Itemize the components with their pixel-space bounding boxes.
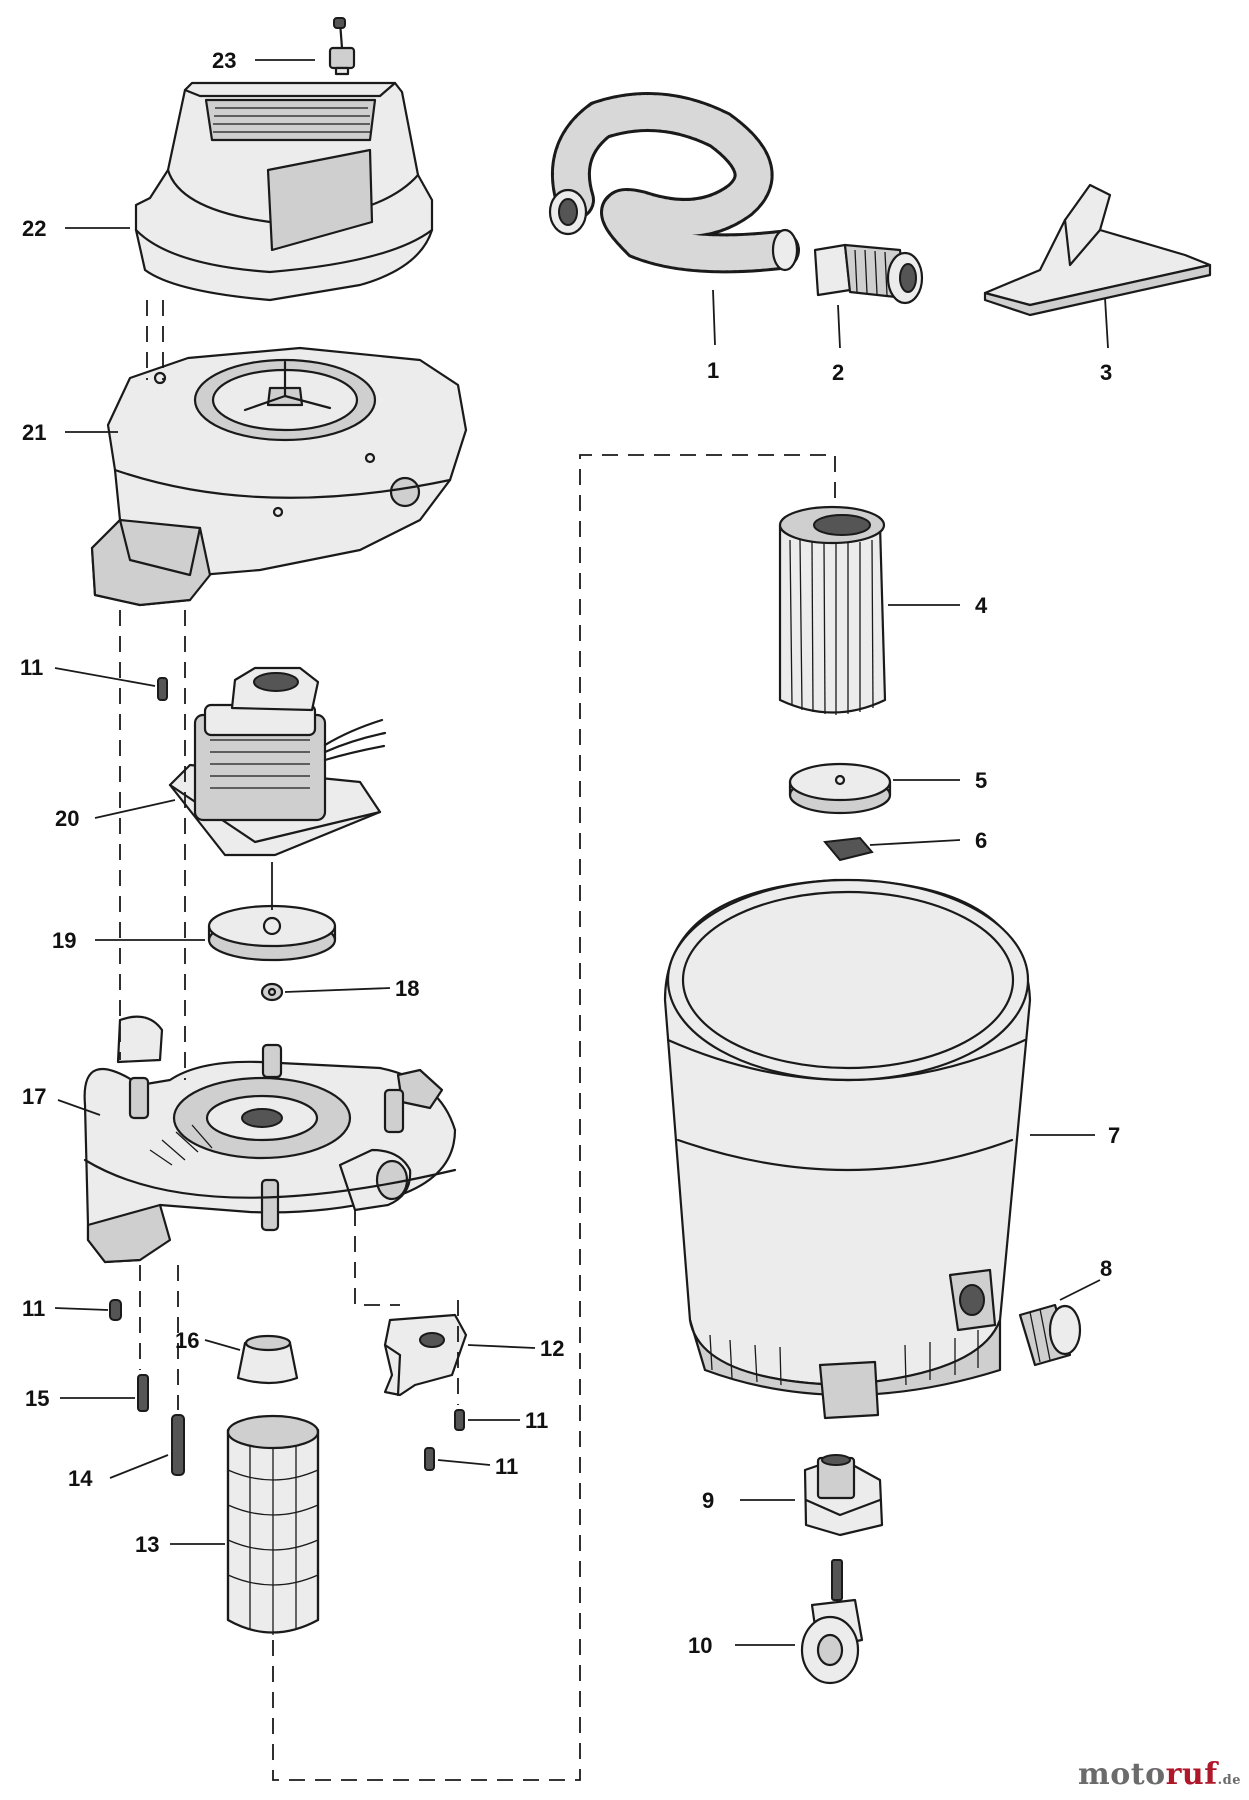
callout-11: 11 <box>20 655 43 680</box>
nut-part <box>260 982 284 1002</box>
callout-20: 20 <box>55 806 79 831</box>
callout-14: 14 <box>68 1466 93 1491</box>
callout-5: 5 <box>975 768 987 793</box>
callout-11: 11 <box>525 1408 548 1433</box>
fan-part <box>207 862 337 962</box>
watermark-logo: motoruf.de <box>1078 1757 1241 1792</box>
callout-18: 18 <box>395 976 419 1001</box>
callout-4: 4 <box>975 593 988 618</box>
floor-nozzle-part <box>983 183 1212 317</box>
caster-mount-part <box>803 1454 884 1537</box>
callout-8: 8 <box>1100 1256 1112 1281</box>
switch-part <box>328 17 356 76</box>
motor-cover-part <box>134 81 434 302</box>
callout-16: 16 <box>175 1328 199 1353</box>
callout-7: 7 <box>1108 1123 1120 1148</box>
callout-17: 17 <box>22 1084 46 1109</box>
watermark-main: moto <box>1077 1757 1166 1792</box>
callout-22: 22 <box>22 216 46 241</box>
retainer-part <box>823 836 874 862</box>
alignment-lines <box>119 300 836 1781</box>
screw-part <box>171 1414 185 1476</box>
leader-lines <box>54 59 1109 1646</box>
float-cap-part <box>236 1334 299 1385</box>
callout-23: 23 <box>212 48 236 73</box>
caster-part <box>800 1559 864 1685</box>
discharge-elbow-part <box>383 1313 468 1397</box>
drain-knob-part <box>1018 1303 1082 1367</box>
callout-19: 19 <box>52 928 76 953</box>
callout-3: 3 <box>1100 360 1112 385</box>
screw-part <box>109 1299 122 1321</box>
motor-base-part <box>83 1015 457 1264</box>
screw-part <box>424 1447 435 1471</box>
watermark-accent: ruf <box>1165 1757 1218 1792</box>
float-cage-part <box>226 1414 320 1635</box>
callout-11: 11 <box>495 1454 518 1479</box>
callout-1: 1 <box>707 358 719 383</box>
callout-labels: 23 22 21 11 20 19 18 17 11 16 12 11 11 1… <box>20 48 1120 1658</box>
callout-9: 9 <box>702 1488 714 1513</box>
tank-part <box>663 878 1032 1420</box>
screw-part <box>137 1374 149 1412</box>
callout-15: 15 <box>25 1386 49 1411</box>
callout-2: 2 <box>832 360 844 385</box>
callout-6: 6 <box>975 828 987 853</box>
screw-part <box>454 1409 465 1431</box>
callout-13: 13 <box>135 1532 159 1557</box>
callout-12: 12 <box>540 1336 564 1361</box>
filter-part <box>778 505 887 715</box>
hose-coupling-part <box>813 243 924 305</box>
callout-21: 21 <box>22 420 46 445</box>
screw-part <box>157 677 168 701</box>
filter-cap-part <box>788 762 892 815</box>
callout-11: 11 <box>22 1296 45 1321</box>
motor-part <box>168 666 387 857</box>
housing-top-part <box>90 346 468 607</box>
callout-10: 10 <box>688 1633 712 1658</box>
watermark-tld: .de <box>1217 1773 1241 1788</box>
hose-part <box>548 92 800 274</box>
